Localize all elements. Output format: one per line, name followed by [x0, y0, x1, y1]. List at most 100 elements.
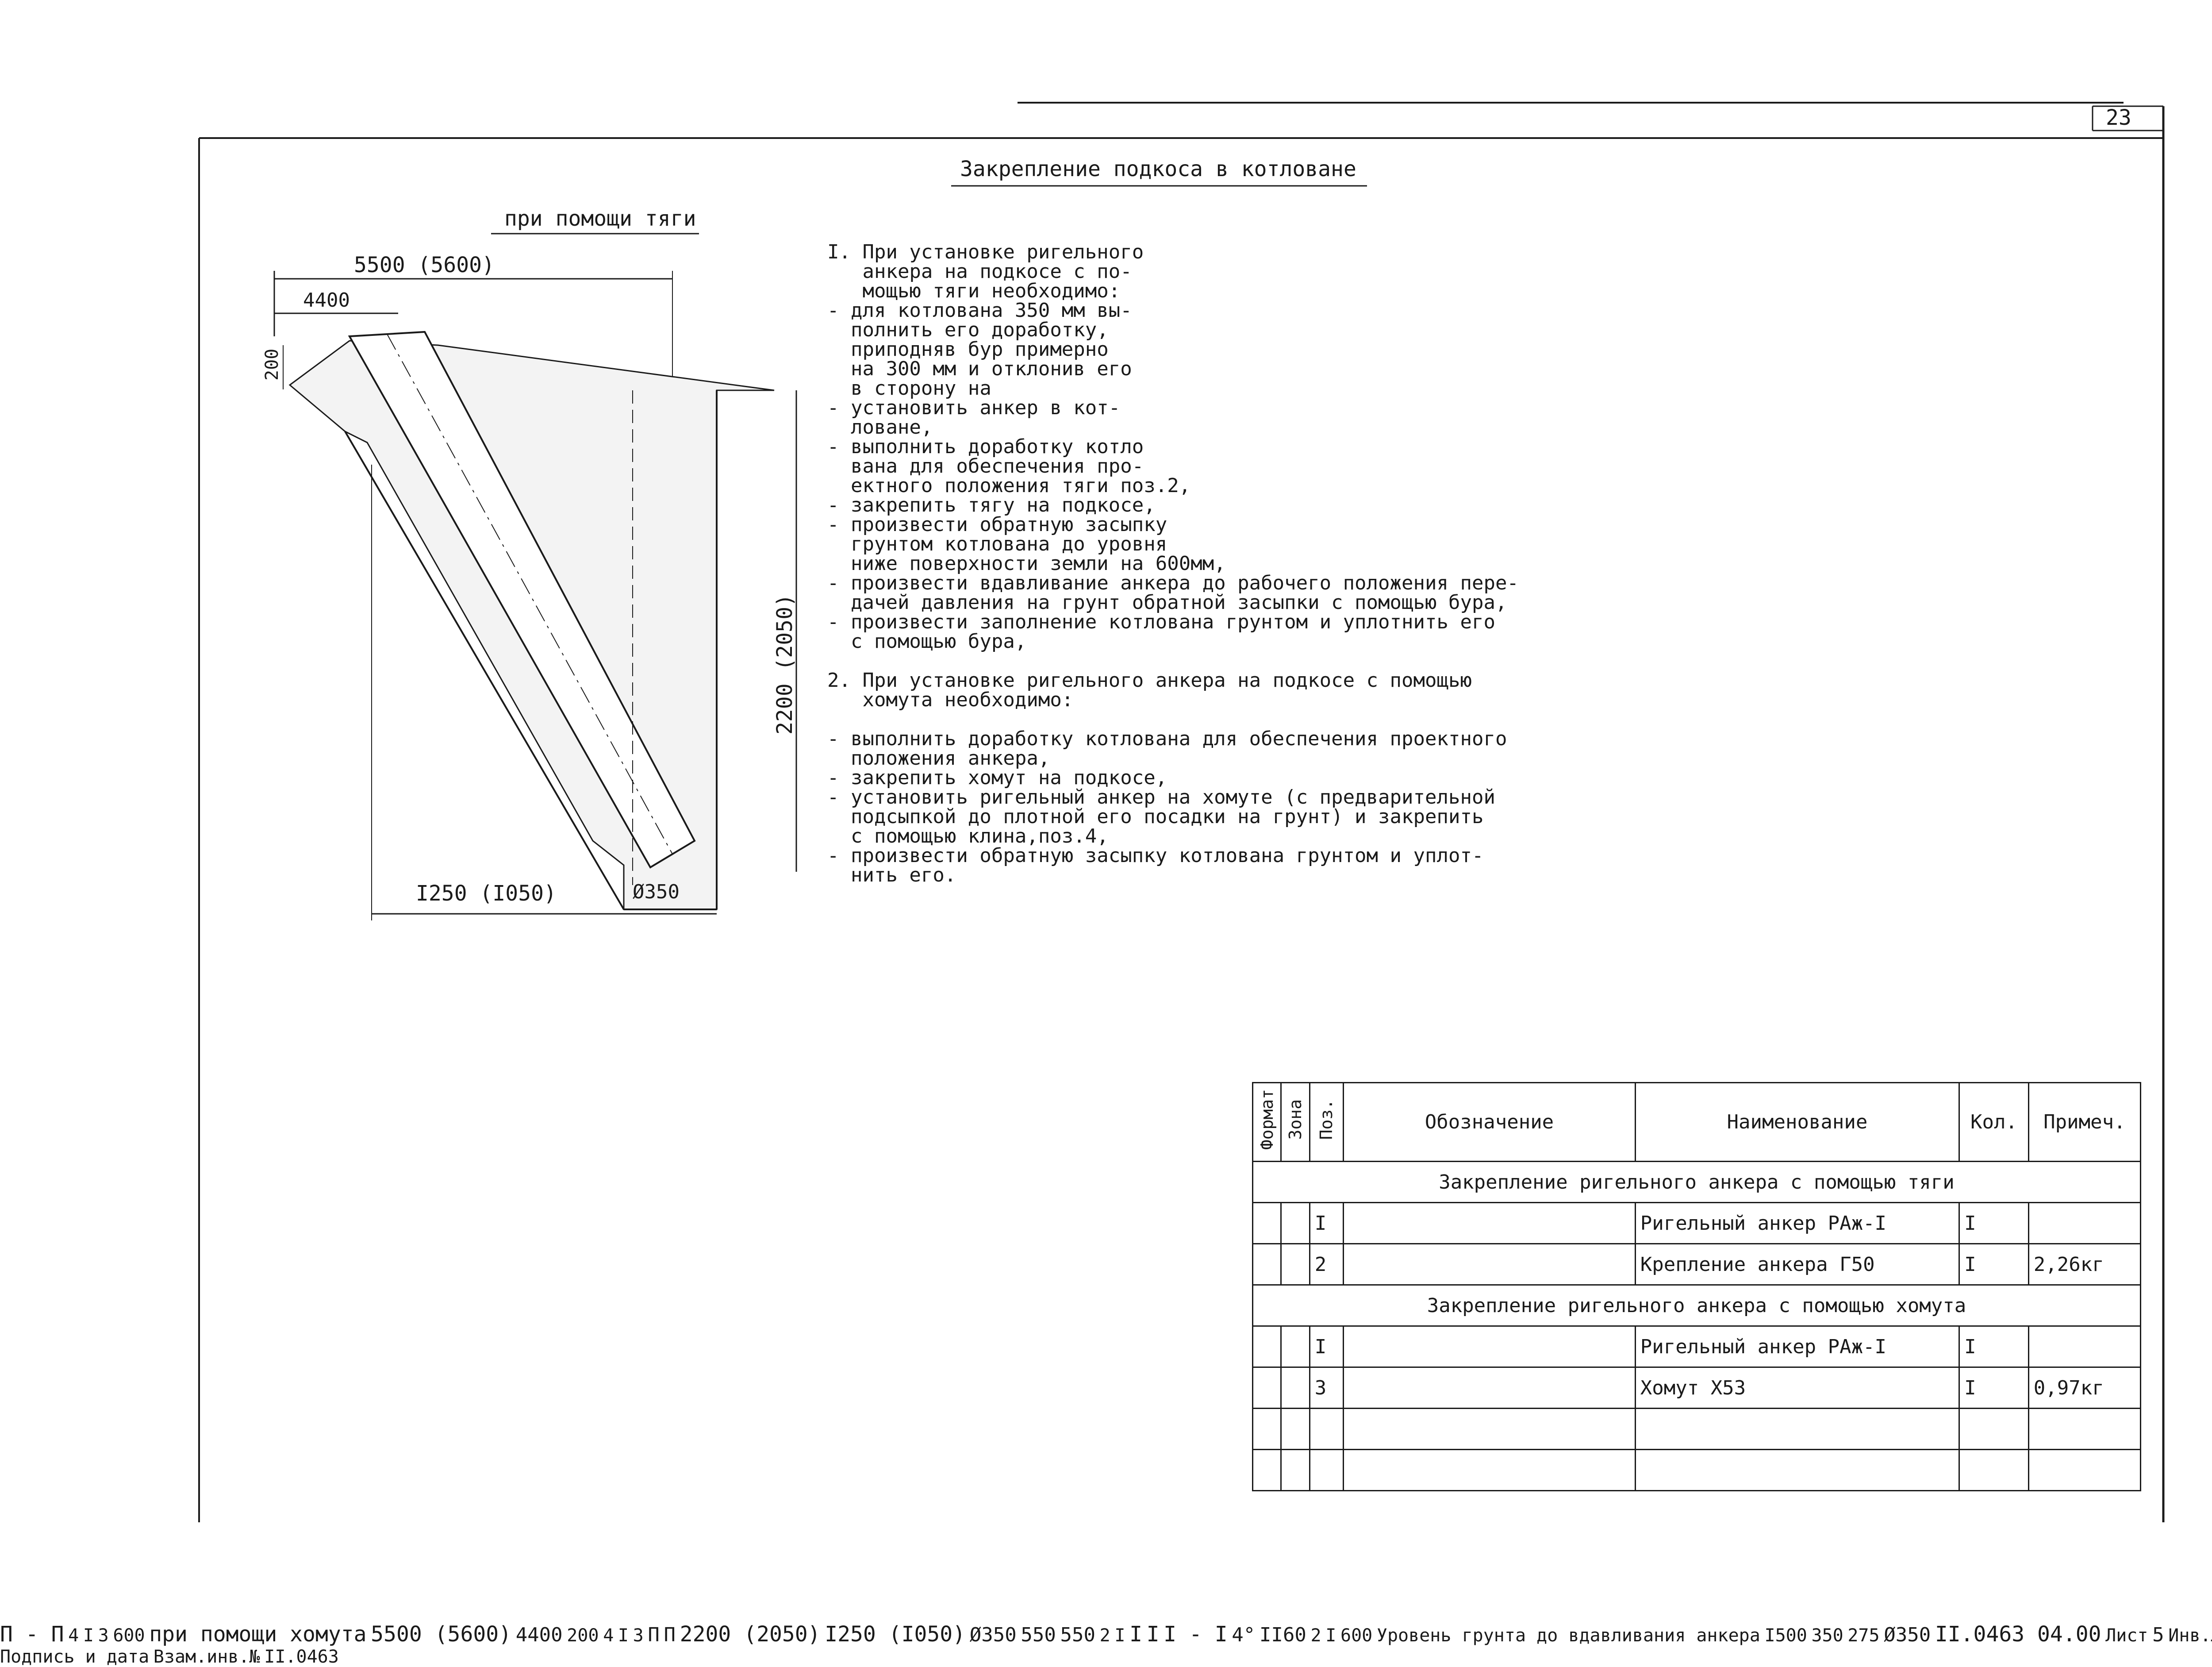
left-brace — [348, 331, 696, 869]
section-ii-title: I - I — [1164, 1622, 1228, 1647]
note-line: нить его. — [827, 864, 956, 886]
section-pp-anchor: 4 I 3 600 — [68, 1625, 149, 1646]
stamp-field-replace: Взам.инв.№ — [153, 1647, 260, 1667]
note-line: полнить его доработку, — [827, 319, 1109, 341]
note-line: на 300 мм и отклонив его — [827, 358, 1132, 380]
note-line: I. При установке ригельного — [827, 241, 1144, 263]
note-line: ловане, — [827, 416, 933, 439]
section-ii-callout-1: I — [1325, 1625, 1336, 1646]
note-line: - произвести вдавливание анкера до рабоч… — [827, 572, 1519, 594]
sheet-frame — [198, 102, 2165, 1522]
note-line: с помощью клина,поз.4, — [827, 825, 1109, 847]
spec-group-row: Закрепление ригельного анкера с помощью … — [1252, 1161, 2141, 1203]
left-dim-partial: 4400 — [303, 289, 350, 312]
section-pp-soil: 4 I 3 600 — [68, 1625, 149, 1646]
spec-qty: I — [1959, 1325, 2029, 1368]
note-line: с помощью бура, — [827, 630, 1027, 653]
note-line: ектного положения тяги поз.2, — [827, 474, 1191, 497]
plan-callout-2: 2 — [1099, 1625, 1110, 1646]
note-line: хомута необходимо: — [827, 689, 1074, 711]
note-line: - произвести обратную засыпку котлована … — [827, 844, 1484, 867]
plan-circle-bottom: 550 2 I I I — [1060, 1622, 1164, 1647]
section-ii-angle: 4° — [1232, 1624, 1256, 1646]
right-view: при помощи хомута 5500 (5600) 4400 200 4… — [149, 1622, 1021, 1647]
spec-empty-row — [1252, 1449, 2142, 1491]
spec-note — [2028, 1325, 2142, 1368]
spec-item-name: Ригельный анкер РАж-I — [1634, 1202, 1960, 1244]
note-line — [827, 651, 1601, 671]
section-ii-anchor: 2 I 600 Уровень грунта до вдавливания ан… — [1311, 1624, 1935, 1646]
spec-item-name: Крепление анкера Г50 — [1634, 1243, 1960, 1286]
note-line — [827, 710, 1601, 729]
left-view-caption: при помощи тяги — [504, 206, 696, 231]
spec-empty-row — [1252, 1408, 2142, 1450]
spec-item-name: Хомут Х53 — [1634, 1367, 1960, 1409]
section-ii-dim-275: 275 — [1847, 1625, 1880, 1646]
right-view-caption: при помощи хомута — [149, 1622, 367, 1647]
note-line: - установить ригельный анкер на хомуте (… — [827, 786, 1495, 808]
right-dim-bottom: I250 (I050) — [825, 1622, 966, 1647]
note-line: вана для обеспечения про- — [827, 455, 1144, 477]
note-line: в сторону на — [827, 377, 991, 400]
section-ii-dim-diameter: Ø350 — [1884, 1624, 1931, 1646]
right-soil-fill: 4 I 3 П П 2200 (2050) I250 (I050) Ø350 — [603, 1622, 1021, 1647]
spec-header-format: Формат — [1257, 1089, 1277, 1150]
note-line: - закрепить хомут на подкосе, — [827, 766, 1167, 789]
spec-group-row: Закрепление ригельного анкера с помощью … — [1252, 1284, 2141, 1327]
section-pp-callout-1: I — [83, 1625, 94, 1646]
section-ii-level-label: Уровень грунта до вдавливания анкера — [1376, 1625, 1760, 1646]
right-dim-total: 5500 (5600) — [371, 1622, 512, 1647]
right-callout-1: I — [618, 1625, 629, 1646]
right-dim-partial: 4400 — [515, 1624, 563, 1646]
note-line: подсыпкой до плотной его посадки на грун… — [827, 805, 1484, 828]
specification-table: Формат Зона Поз. Обозначение Наименовани… — [1252, 1082, 2142, 1491]
spec-item-name: Ригельный анкер РАж-I — [1634, 1325, 1960, 1368]
note-line: - выполнить доработку котло — [827, 435, 1144, 458]
section-pp-callout-3: 3 — [98, 1625, 109, 1646]
note-line: положения анкера, — [827, 747, 1050, 770]
plan-dim-vertical: 550 — [1060, 1624, 1095, 1646]
right-section-mark-top: П — [648, 1624, 660, 1646]
spec-header-designation: Обозначение — [1343, 1082, 1636, 1162]
note-line: дачей давления на грунт обратной засыпки… — [827, 591, 1507, 614]
sheet-number: 5 — [2152, 1624, 2164, 1646]
section-pp-title: П - П — [0, 1622, 64, 1647]
note-line: - закрепить тягу на подкосе, — [827, 494, 1156, 516]
note-line: 2. При установке ригельного анкера на по… — [827, 669, 1472, 692]
note-line: - установить анкер в кот- — [827, 397, 1121, 419]
left-dim-bottom: I250 (I050) — [416, 881, 557, 906]
spec-group-title: Закрепление ригельного анкера с помощью … — [1252, 1284, 2141, 1327]
drawing-canvas: 23 Закрепление подкоса в котловане при п… — [198, 102, 2165, 1522]
spec-qty: I — [1959, 1202, 2029, 1244]
spec-header-name: Наименование — [1634, 1082, 1960, 1162]
note-line: ниже поверхности земли на 600мм, — [827, 552, 1226, 575]
right-callout-4: 4 — [603, 1625, 614, 1646]
document-code: II.0463 04.00 — [1935, 1622, 2101, 1647]
spec-pos: I — [1309, 1325, 1344, 1368]
plan-view: 550 550 2 I I I — [1021, 1622, 1164, 1647]
note-line: приподняв бур примерно — [827, 338, 1109, 361]
left-view: при помощи тяги 5500 (5600) 4400 200 220… — [262, 206, 797, 920]
spec-note: 2,26кг — [2028, 1243, 2142, 1286]
spec-pos: 2 — [1309, 1243, 1344, 1286]
spec-note — [2028, 1202, 2142, 1244]
plan-dim-horizontal: 550 — [1021, 1624, 1056, 1646]
spec-group-title: Закрепление ригельного анкера с помощью … — [1252, 1161, 2141, 1203]
spec-header-zone: Зона — [1286, 1099, 1306, 1140]
spec-header-row: Формат Зона Поз. Обозначение Наименовани… — [1252, 1082, 2142, 1162]
section-ii-callout-2: 2 — [1310, 1625, 1321, 1646]
section-ii-dim-top: II60 — [1259, 1624, 1306, 1646]
left-dim-height: 2200 (2050) — [772, 594, 797, 735]
plan-brace: 550 2 I I I — [1060, 1622, 1164, 1647]
note-line: - выполнить доработку котлована для обес… — [827, 728, 1507, 750]
note-line: грунтом котлована до уровня — [827, 533, 1167, 555]
spec-pos: 3 — [1309, 1367, 1344, 1409]
note-line: анкера на подкосе с по- — [827, 260, 1132, 283]
section-pp: П - П 4 I 3 600 — [0, 1622, 149, 1647]
spec-qty: I — [1959, 1367, 2029, 1409]
right-section-mark-bottom: П — [664, 1624, 676, 1646]
page-number: 23 — [2106, 105, 2131, 130]
